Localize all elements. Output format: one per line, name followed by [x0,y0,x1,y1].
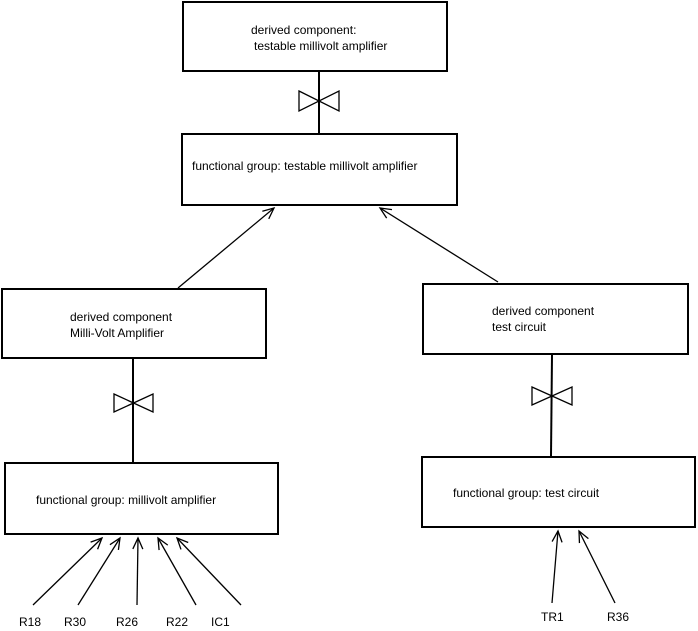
box-label-line2: test circuit [492,320,547,334]
box-label-line2: testable millivolt amplifier [254,39,388,53]
pin-arrow-r36 [578,529,616,604]
functional-group-right: functional group: test circuit [421,456,696,528]
derived-component-right: derived component test circuit [422,283,689,355]
arrow-left-to-group [177,206,276,289]
component-label: IC1 [211,615,230,629]
component-label: R22 [166,615,189,629]
box-label-line1: derived component [70,310,173,324]
box-label-line1: derived component: [251,23,357,37]
pin-arrow-tr1 [551,529,563,604]
component-label: R18 [19,615,42,629]
functional-group-left: functional group: millivolt amplifier [4,462,279,535]
arrow-right-to-group [378,207,499,283]
derived-component-left: derived component Milli-Volt Amplifier [1,288,267,359]
component-label: R30 [64,615,87,629]
pin-arrow-r18 [32,536,104,606]
bowtie-icon [298,89,340,113]
box-label-line1: derived component [492,304,595,318]
pin-arrow-r22 [157,536,197,606]
component-label: R26 [116,615,139,629]
derived-component-top: derived component: testable millivolt am… [182,1,448,72]
connector-right [550,354,553,457]
bowtie-icon [113,392,154,414]
functional-group-top: functional group: testable millivolt amp… [181,133,458,206]
box-label-line1: functional group: test circuit [453,486,600,500]
box-label-line1: functional group: millivolt amplifier [36,493,217,507]
bowtie-icon [531,385,573,407]
component-label: TR1 [541,610,564,624]
box-label-line2: Milli-Volt Amplifier [70,326,165,340]
component-label: R36 [607,610,630,624]
pin-arrow-r30 [77,536,121,606]
box-label-line1: functional group: testable millivolt amp… [192,159,418,173]
pin-arrow-ic1 [175,536,242,606]
pin-arrow-r26 [132,536,144,606]
